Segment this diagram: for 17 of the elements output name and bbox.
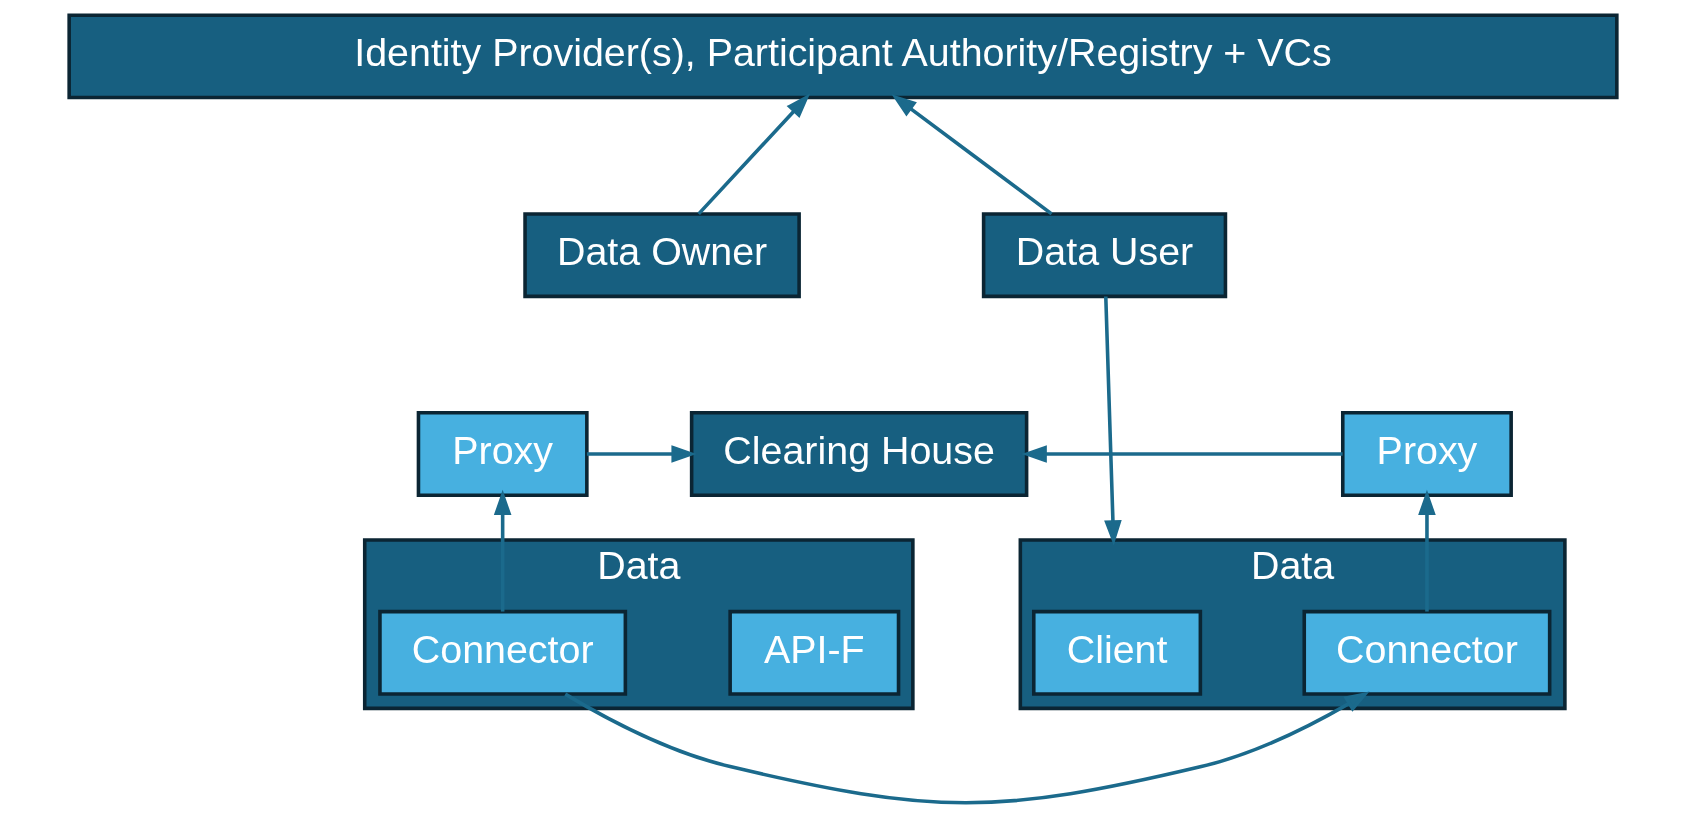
arrow: [891, 94, 1053, 216]
node-box: Proxy: [1341, 411, 1513, 498]
node-box: Data User: [981, 212, 1228, 299]
arrow: [1104, 296, 1122, 546]
arrow: [493, 489, 512, 612]
node-box: Connector: [378, 609, 628, 696]
node-box: Identity Provider(s), Participant Authority/Registry + VCs: [67, 13, 1619, 100]
node-box: Data Owner: [523, 212, 801, 299]
node-box: Clearing House: [689, 411, 1029, 498]
arrow: [697, 93, 811, 216]
arrow: [1021, 445, 1343, 463]
node-box: API-F: [728, 609, 901, 696]
node-box: Client: [1032, 609, 1203, 696]
arrow: [586, 445, 697, 463]
node-box: Proxy: [416, 411, 589, 498]
node-box: Connector: [1302, 609, 1552, 696]
arrow: [1418, 489, 1436, 612]
